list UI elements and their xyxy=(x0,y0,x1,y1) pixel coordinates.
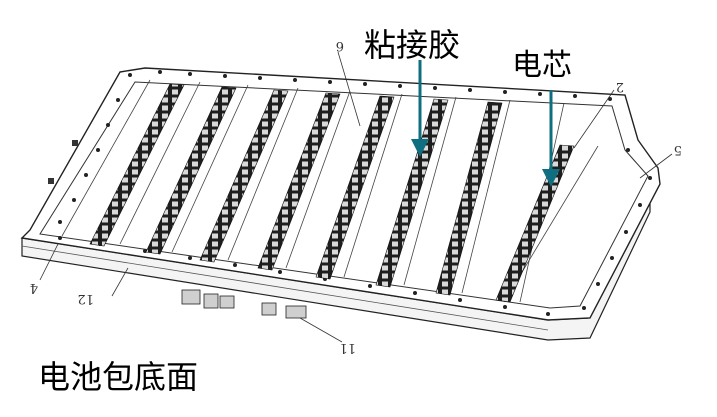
part-callouts: 6 2 5 4 12 11 xyxy=(30,38,682,355)
callout-12: 12 xyxy=(77,291,94,306)
callout-4: 4 xyxy=(30,280,38,295)
callout-6: 6 xyxy=(336,38,344,53)
callout-11: 11 xyxy=(339,340,356,355)
callout-5: 5 xyxy=(674,142,682,157)
figure-caption: 电池包底面 xyxy=(38,358,199,396)
callout-2: 2 xyxy=(616,79,624,94)
adhesive-label: 粘接胶 xyxy=(364,26,461,64)
bottom-components xyxy=(181,289,307,319)
tray-inner-frame xyxy=(39,81,649,309)
cell-rows xyxy=(89,83,575,303)
rim-bolts xyxy=(58,70,652,316)
cell-label: 电芯 xyxy=(512,48,572,83)
callout-leaders xyxy=(39,51,673,343)
side-connectors xyxy=(48,140,78,184)
